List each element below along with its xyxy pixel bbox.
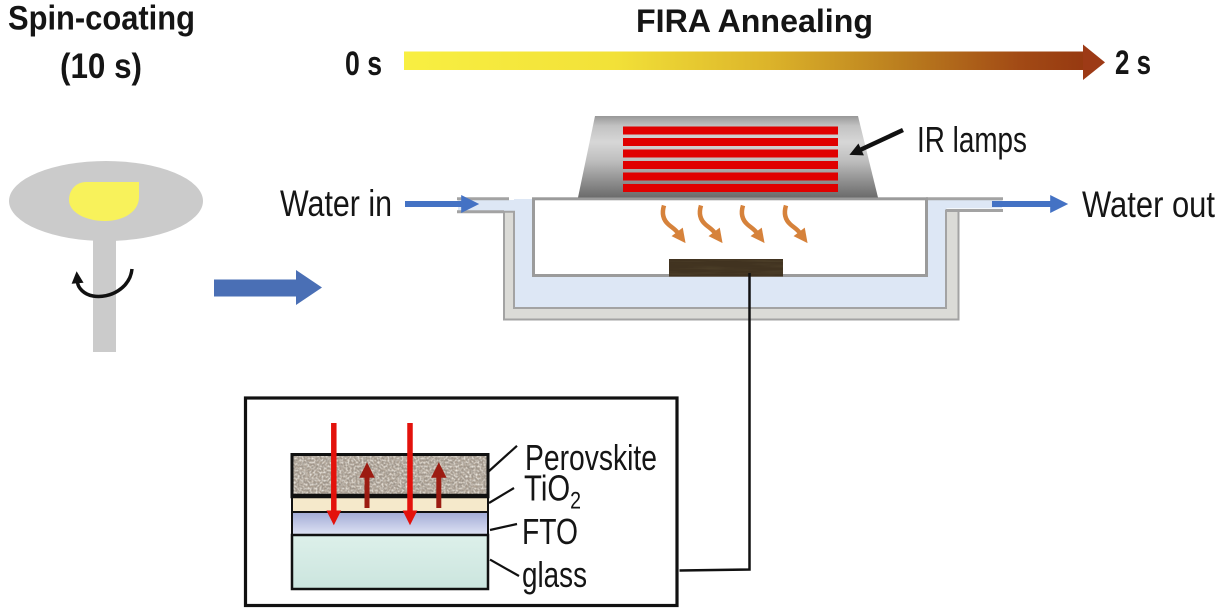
svg-text:Water out: Water out: [1082, 184, 1216, 225]
svg-text:0 s: 0 s: [345, 45, 382, 83]
svg-text:IR lamps: IR lamps: [917, 119, 1027, 160]
svg-text:FIRA Annealing: FIRA Annealing: [636, 3, 873, 39]
svg-text:glass: glass: [522, 554, 587, 595]
svg-text:2 s: 2 s: [1115, 44, 1151, 82]
svg-text:(10 s): (10 s): [60, 47, 142, 86]
svg-text:Perovskite: Perovskite: [525, 437, 657, 478]
svg-text:FTO: FTO: [522, 511, 578, 552]
svg-text:Spin-coating: Spin-coating: [8, 0, 195, 37]
svg-text:Water in: Water in: [280, 183, 392, 224]
